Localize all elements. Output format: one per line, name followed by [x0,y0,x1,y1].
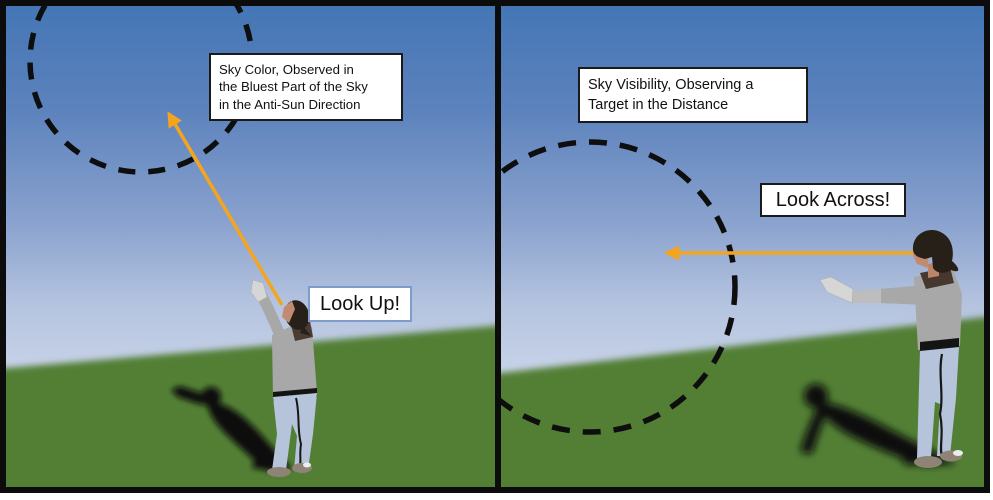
upper-arm [879,285,925,305]
caption-sky-color: Sky Color, Observed in the Bluest Part o… [209,53,403,122]
shoe [267,467,291,477]
jeans [272,393,317,470]
observer-figure [819,230,963,468]
observer-shadow [171,386,292,471]
shadow-leg [252,446,268,470]
panel-look-up-drawing [6,6,495,487]
shadow-arm [171,386,204,405]
hand [819,276,854,304]
hair [912,230,959,273]
hand [250,279,268,303]
torso-sweater [914,269,962,350]
grass-ground [6,325,495,487]
look-up-arrow [167,111,284,306]
label-look-up: Look Up! [308,286,412,322]
panel-divider [495,6,501,487]
hair-back [300,326,311,336]
shadow-arm [800,406,827,454]
forearm [851,289,881,303]
shoe-highlight [953,450,963,456]
shadow-head [201,387,221,407]
panel-look-across-drawing [501,139,984,487]
observer-figure [250,279,317,477]
shoe-highlight [303,462,311,468]
panel-look-up: Sky Color, Observed in the Bluest Part o… [6,6,495,487]
face [282,301,295,323]
jeans [917,347,959,458]
panel-look-across: Sky Visibility, Observing a Target in th… [501,6,984,487]
dashed-distance-target-circle [501,139,738,435]
shadow-head [804,384,828,408]
jeans-crease [938,353,944,457]
torso-sweater [272,325,317,398]
label-look-across: Look Across! [760,183,906,217]
shoe [914,456,942,468]
shadow-body [208,403,292,471]
grass-ground [501,317,984,487]
caption-sky-visibility: Sky Visibility, Observing a Target in th… [578,67,808,123]
